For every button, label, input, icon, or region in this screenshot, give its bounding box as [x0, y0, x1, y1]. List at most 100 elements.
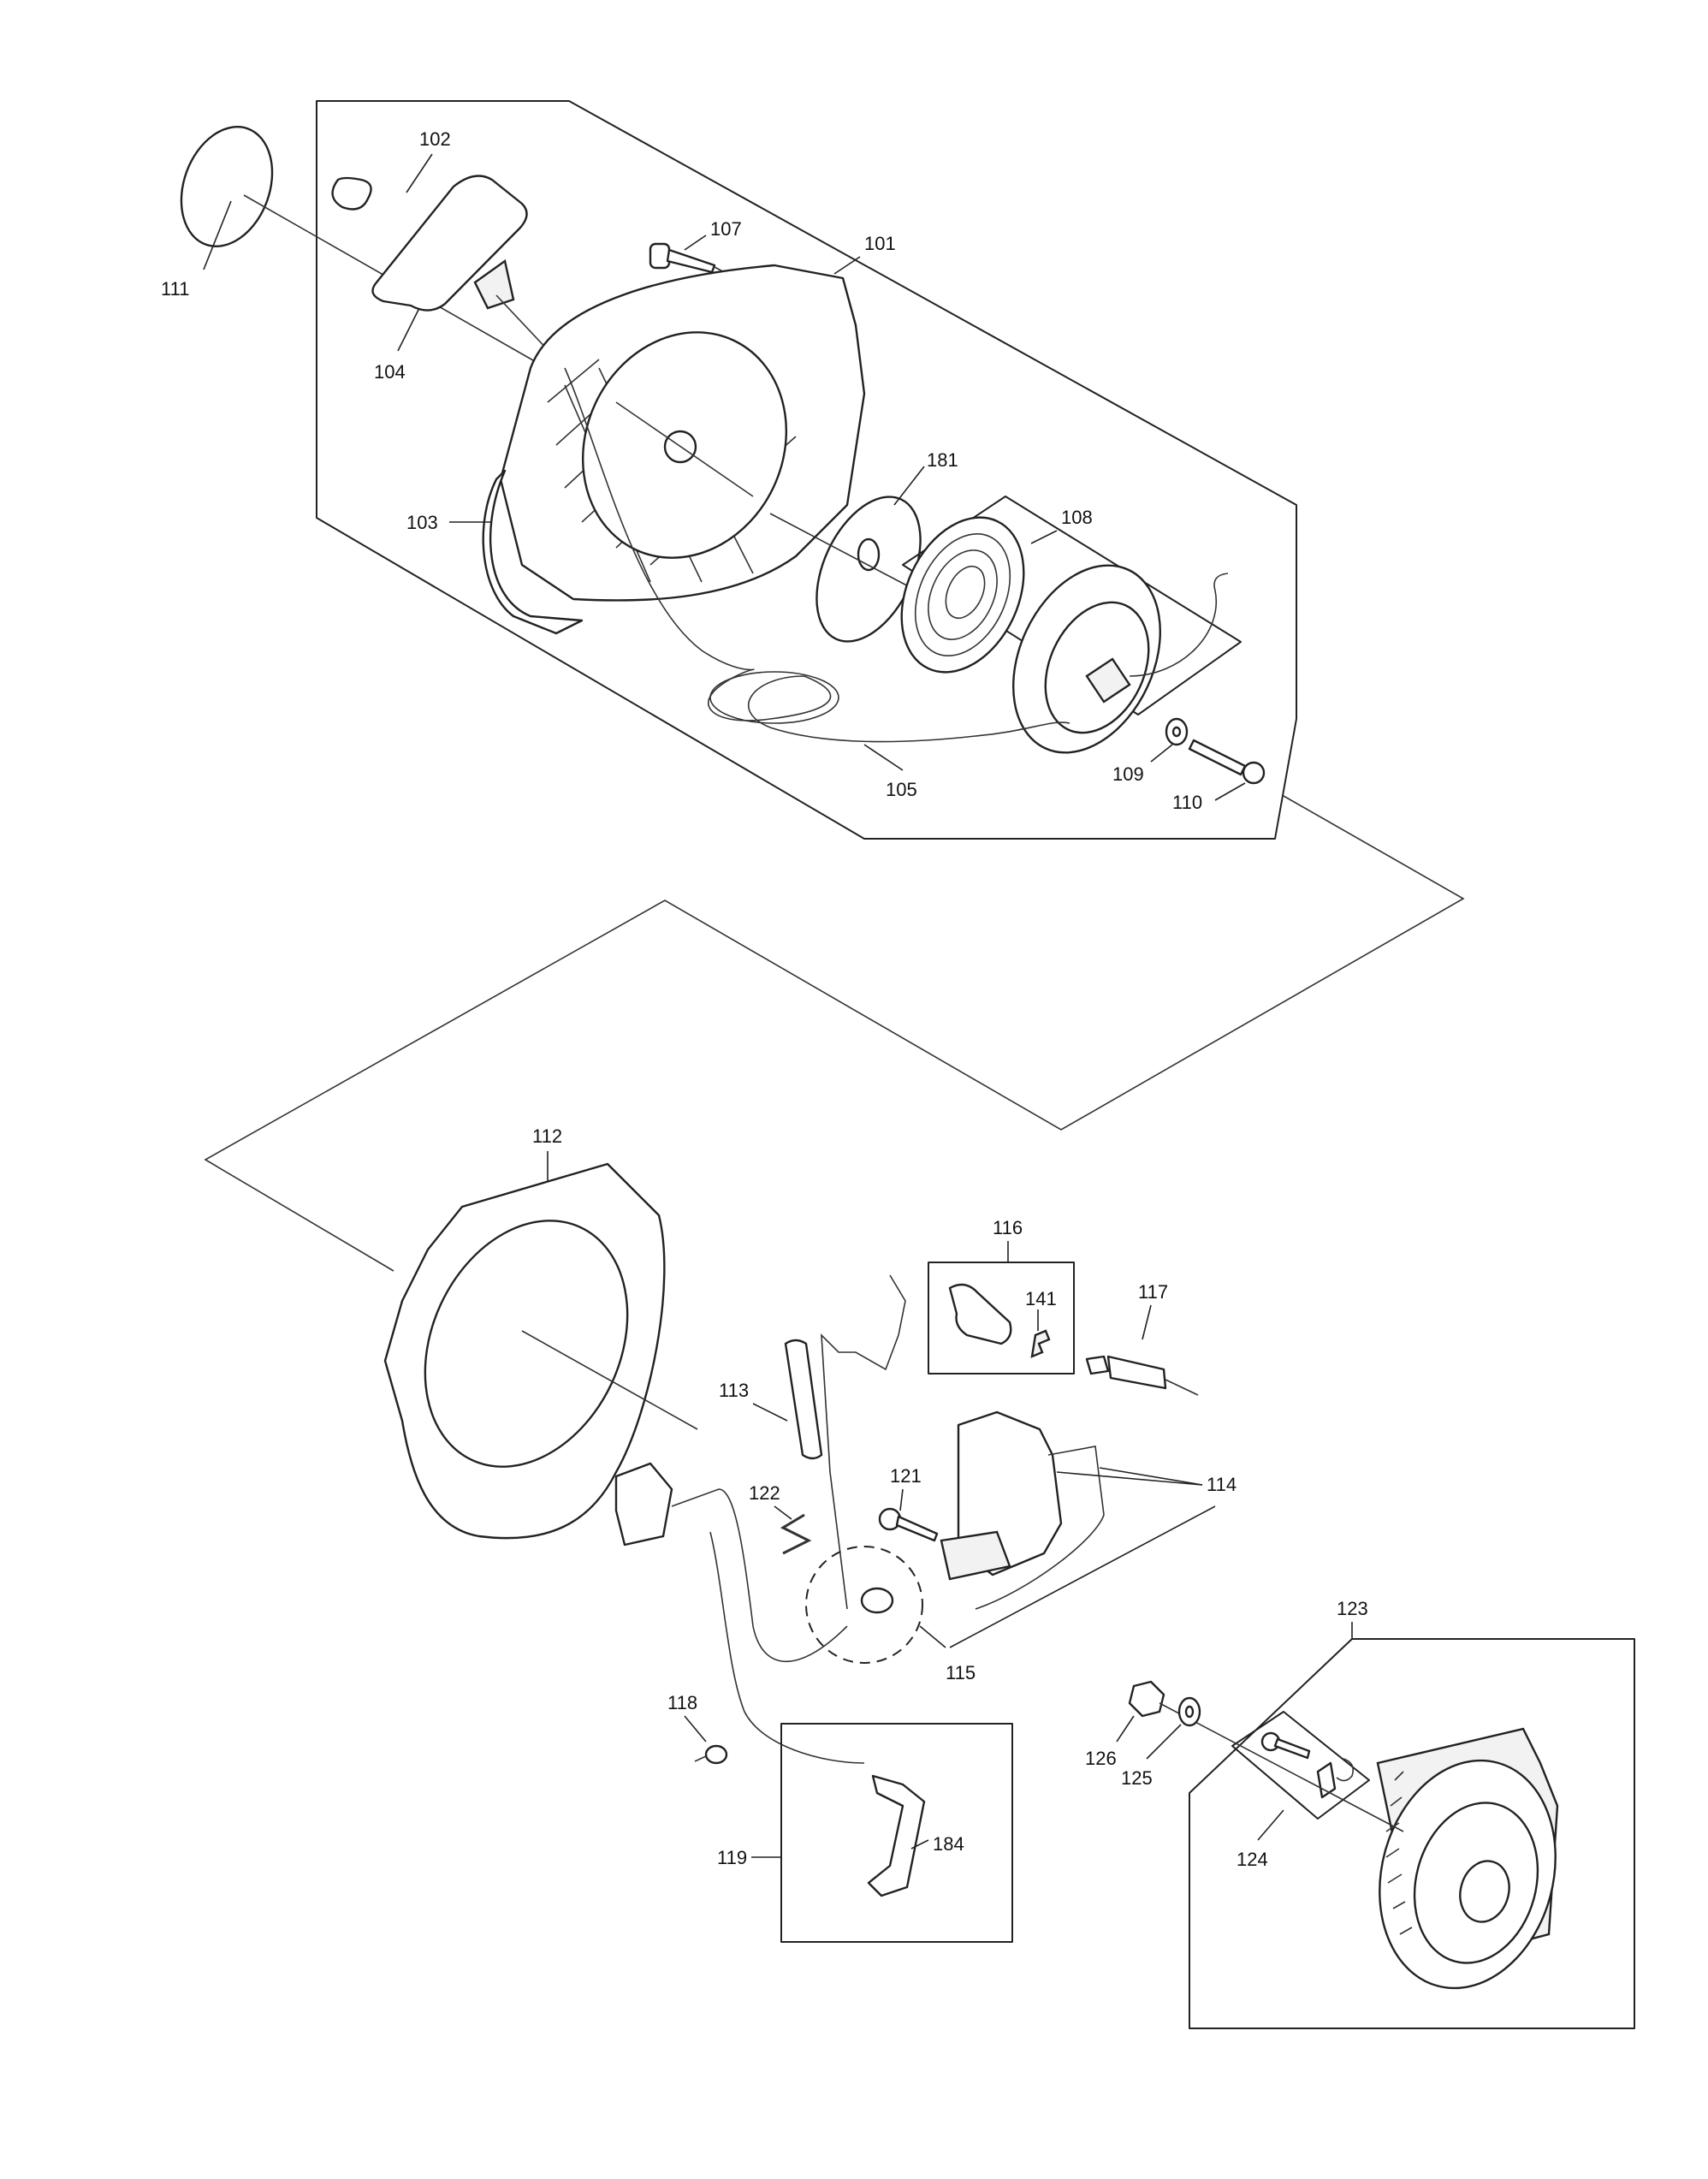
leader-104: [397, 307, 420, 352]
label-103: 103: [406, 512, 438, 533]
leader-110: [1214, 782, 1246, 801]
label-105: 105: [886, 779, 917, 800]
leader-111: [203, 200, 232, 270]
part-104-handle: [371, 175, 528, 312]
label-141: 141: [1025, 1288, 1057, 1309]
leader-109: [1150, 744, 1173, 763]
switch-wire: [671, 1488, 848, 1663]
ground-wire: [709, 1531, 865, 1764]
part-113-tube: [784, 1339, 823, 1460]
label-102: 102: [419, 128, 451, 150]
label-126: 126: [1085, 1748, 1117, 1769]
label-110: 110: [1172, 792, 1202, 813]
label-121: 121: [890, 1465, 922, 1487]
part-124-pawl: [1316, 1761, 1337, 1799]
spring-coil-1: [914, 533, 1011, 656]
label-112: 112: [532, 1125, 562, 1147]
leader-118: [684, 1715, 707, 1743]
label-104: 104: [374, 361, 406, 383]
part-126-nut: [1128, 1680, 1165, 1718]
part-102-rope-knot: [331, 176, 372, 211]
part-124-group-frame: [1231, 1711, 1370, 1820]
part-141-spring: [1030, 1329, 1051, 1358]
ignition-lead: [821, 1274, 906, 1610]
leader-115b: [949, 1505, 1216, 1648]
label-122: 122: [749, 1482, 780, 1504]
part-184-ground-plate: [867, 1774, 926, 1897]
leader-113: [752, 1403, 788, 1422]
label-118: 118: [667, 1692, 697, 1713]
projection-line-right: [204, 795, 1465, 1272]
label-111: 111: [161, 278, 189, 300]
part-122-clip: [780, 1513, 812, 1555]
rope-loop-end: [1129, 573, 1229, 677]
starter-assembly-frame: [316, 100, 1297, 840]
label-116: 116: [993, 1217, 1023, 1238]
part-118-grommet: [704, 1744, 728, 1765]
part-115-detail-circle: [805, 1546, 923, 1664]
leader-122: [774, 1505, 792, 1520]
label-117: 117: [1138, 1281, 1168, 1303]
part-123-group-frame: [1189, 1638, 1635, 2029]
axis-181: [769, 513, 934, 600]
part-108-spring-housing: [900, 516, 1025, 674]
part-121-bolt: [878, 1507, 939, 1542]
stop-switch: [614, 1462, 673, 1547]
leader-102: [406, 153, 433, 193]
part-125-hole: [1184, 1705, 1195, 1719]
spring-coil-2: [928, 549, 998, 640]
label-119: 119: [717, 1847, 747, 1868]
label-108: 108: [1061, 507, 1093, 528]
housing-spokes: [615, 401, 754, 497]
leader-125: [1146, 1724, 1182, 1760]
leader-184: [910, 1839, 929, 1849]
leader-124: [1257, 1809, 1284, 1841]
part-119-group-frame: [780, 1723, 1013, 1943]
axis-126: [1159, 1702, 1404, 1832]
leader-181: [893, 466, 925, 506]
label-125: 125: [1121, 1767, 1153, 1789]
part-111-plug: [180, 126, 274, 247]
part-112-fan-opening: [424, 1220, 629, 1468]
leader-114b: [1099, 1467, 1203, 1486]
leader-101: [833, 256, 861, 275]
label-101: 101: [864, 233, 896, 254]
spring-coil-3: [945, 565, 986, 620]
label-107: 107: [710, 218, 742, 240]
leader-105: [863, 744, 904, 771]
part-105-rope-coil: [709, 671, 839, 724]
label-114: 114: [1207, 1474, 1237, 1495]
leader-115: [919, 1625, 946, 1648]
label-115: 115: [946, 1662, 976, 1683]
label-181: 181: [927, 449, 958, 471]
leader-108: [1030, 530, 1058, 544]
part-107-bolt: [649, 242, 716, 274]
part-124-bolt: [1260, 1731, 1311, 1760]
part-115-grommet: [860, 1587, 894, 1614]
part-110-head: [1242, 761, 1266, 785]
part-116-group-frame: [928, 1262, 1075, 1374]
part-109-hole: [1171, 726, 1182, 738]
leader-117: [1142, 1304, 1152, 1340]
part-108-pulley-hub: [1085, 657, 1131, 704]
part-108-pulley-face: [1044, 601, 1150, 734]
part-116-spark-plug-cap: [948, 1283, 1012, 1345]
label-184: 184: [933, 1833, 964, 1855]
leader-107: [684, 235, 707, 251]
leader-121: [899, 1488, 904, 1511]
axis-112: [521, 1330, 698, 1430]
part-114-coil-core: [940, 1530, 1011, 1581]
part-105-rope: [564, 367, 1070, 743]
label-123: 123: [1337, 1598, 1368, 1619]
leader-126: [1116, 1715, 1135, 1743]
axis-118: [694, 1755, 707, 1762]
label-109: 109: [1112, 763, 1144, 785]
part-110-screw: [1188, 739, 1247, 776]
part-124-spring: [1336, 1758, 1355, 1782]
leader-114a: [1056, 1471, 1203, 1486]
part-104-handle-neck: [473, 258, 515, 310]
part-123-flywheel: [1376, 1727, 1559, 1990]
part-117-spark-plug: [1085, 1355, 1199, 1396]
part-114-coil-wire: [975, 1446, 1105, 1610]
